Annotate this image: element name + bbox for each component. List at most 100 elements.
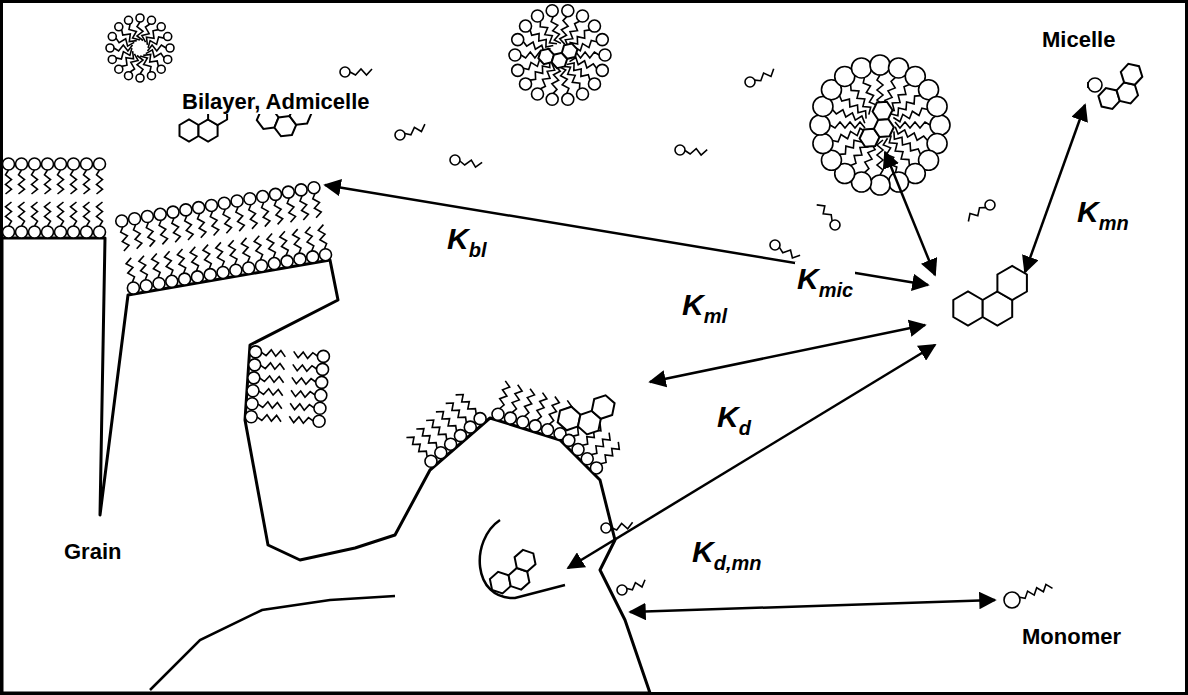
surfactant-head bbox=[450, 155, 460, 165]
surfactant-tail bbox=[280, 231, 288, 255]
partition-coefficient: Kd,mn bbox=[690, 535, 763, 574]
surfactant-tail bbox=[148, 37, 164, 48]
surfactant-head bbox=[245, 411, 257, 423]
surfactant-tail bbox=[893, 108, 927, 122]
surfactant-head bbox=[317, 350, 329, 362]
surfactant-tail bbox=[611, 522, 633, 530]
surfactant-tail bbox=[460, 160, 482, 167]
surfactant-tail bbox=[45, 202, 51, 226]
surfactant-head bbox=[136, 14, 144, 22]
surfactant-head bbox=[153, 278, 165, 290]
kmic-arrow bbox=[885, 152, 935, 275]
surfactant-tail bbox=[877, 140, 883, 175]
grain-outline bbox=[2, 238, 650, 693]
surfactant-head bbox=[125, 16, 133, 24]
surfactant-head bbox=[247, 385, 259, 397]
kml-arrow bbox=[650, 325, 925, 382]
surfactant-tail bbox=[262, 203, 270, 227]
surfactant-tail bbox=[426, 420, 447, 440]
surfactant-tail bbox=[58, 202, 64, 226]
surfactant-head bbox=[504, 412, 516, 424]
surfactant-tail bbox=[685, 149, 707, 156]
surfactant-head bbox=[294, 253, 306, 265]
surfactant-head bbox=[164, 55, 172, 63]
surfactant-tail bbox=[968, 208, 985, 222]
surfactant-head bbox=[596, 64, 608, 76]
surfactant-head bbox=[930, 115, 950, 135]
surfactant-head bbox=[68, 226, 80, 238]
surfactant-tail bbox=[116, 38, 134, 46]
surfactant-head bbox=[317, 363, 329, 375]
surfactant-head bbox=[295, 184, 307, 196]
surfactant-head bbox=[193, 202, 205, 214]
surfactant-head bbox=[596, 34, 608, 46]
surfactant-head bbox=[249, 359, 261, 371]
surfactant-tail bbox=[525, 389, 535, 417]
subscript: mn bbox=[1099, 212, 1129, 234]
surfactant-tail bbox=[190, 247, 198, 271]
molecules bbox=[3, 5, 1143, 608]
surfactant-head bbox=[581, 453, 593, 465]
surfactant-head bbox=[230, 264, 242, 276]
surfactant-head bbox=[205, 199, 217, 211]
surfactant-head bbox=[180, 204, 192, 216]
surfactant-tail bbox=[148, 45, 167, 51]
surfactant-head bbox=[308, 182, 320, 194]
surfactant-head bbox=[562, 93, 574, 105]
surfactant-head bbox=[141, 211, 153, 223]
surfactant-tail bbox=[1020, 584, 1053, 598]
surfactant-head bbox=[675, 145, 685, 155]
surfactant-tail bbox=[405, 124, 425, 135]
surfactant-tail bbox=[121, 227, 129, 251]
surfactant-head bbox=[167, 206, 179, 218]
surfactant-tail bbox=[71, 170, 77, 194]
surfactant-head bbox=[246, 398, 258, 410]
surfactant-tail bbox=[406, 437, 427, 457]
surfactant-tail bbox=[254, 236, 262, 260]
surfactant-head bbox=[81, 158, 93, 170]
surfactant-head bbox=[108, 55, 116, 63]
surfactant-tail bbox=[19, 202, 25, 226]
surfactant-tail bbox=[58, 170, 64, 194]
surfactant-head bbox=[204, 269, 216, 281]
surfactant-tail bbox=[274, 200, 282, 224]
surfactant-tail bbox=[84, 202, 90, 226]
kmn-arrow bbox=[1025, 105, 1085, 272]
surfactant-tail bbox=[592, 433, 611, 455]
surfactant-tail bbox=[456, 395, 477, 415]
surfactant-tail bbox=[267, 234, 275, 258]
surfactant-head bbox=[546, 93, 558, 105]
surfactant-tail bbox=[97, 170, 103, 194]
surfactant-head bbox=[572, 444, 584, 456]
surfactant-head bbox=[577, 10, 589, 22]
partition-coefficient: Kbl bbox=[445, 222, 488, 261]
surfactant-head bbox=[108, 33, 116, 41]
surfactant-tail bbox=[446, 403, 467, 423]
surfactant-tail bbox=[287, 198, 295, 222]
surfactant-tail bbox=[229, 240, 237, 264]
surfactant-tail bbox=[216, 242, 224, 266]
surfactant-head bbox=[29, 158, 41, 170]
surfactant-head bbox=[599, 49, 611, 61]
surfactant-head bbox=[770, 240, 780, 250]
surfactant-head bbox=[601, 523, 611, 533]
surfactant-head bbox=[55, 158, 67, 170]
surfactant-head bbox=[562, 5, 574, 17]
surfactant-head bbox=[617, 585, 627, 595]
surfactant-tail bbox=[84, 170, 90, 194]
surfactant-head bbox=[115, 65, 123, 73]
surfactant-head bbox=[1004, 592, 1020, 608]
surfactant-head bbox=[870, 55, 890, 75]
surfactant-tail bbox=[318, 225, 326, 249]
surfactant-head bbox=[307, 251, 319, 263]
surfactant-head bbox=[255, 260, 267, 272]
surfactant-head bbox=[140, 280, 152, 292]
surfactant-tail bbox=[185, 216, 193, 240]
surfactant-tail bbox=[137, 22, 143, 41]
surfactant-head bbox=[179, 273, 191, 285]
surfactant-tail bbox=[290, 403, 314, 410]
surfactant-tail bbox=[830, 122, 865, 128]
surfactant-tail bbox=[306, 227, 314, 251]
surfactant-tail bbox=[292, 377, 316, 384]
surfactant-head bbox=[1088, 78, 1102, 92]
